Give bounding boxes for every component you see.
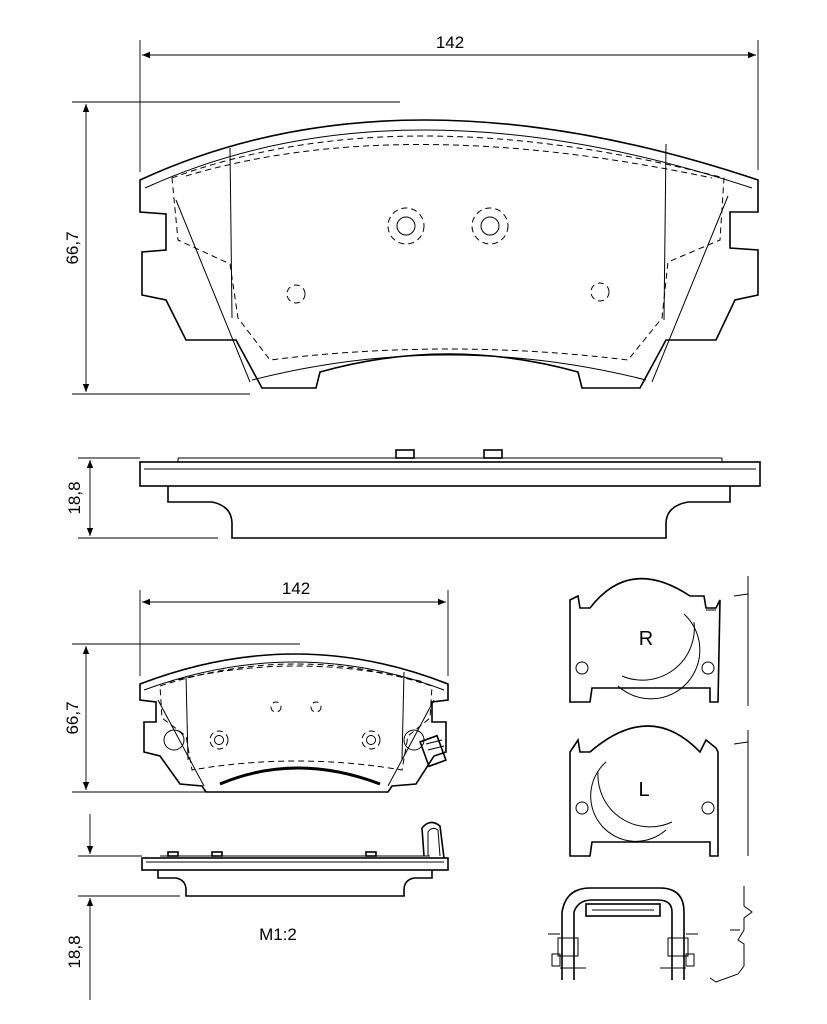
hole-left bbox=[286, 284, 306, 304]
bottom-height-label: 66,7 bbox=[63, 701, 82, 734]
bottom-thickness-label: 18,8 bbox=[65, 935, 84, 968]
bottom-pad-side-view bbox=[141, 821, 449, 897]
scale-note: M1:2 bbox=[259, 925, 297, 944]
pin-right bbox=[471, 207, 509, 245]
top-thickness-label: 18,8 bbox=[65, 481, 84, 514]
top-pad-front-view bbox=[139, 119, 759, 389]
top-width-dimension: 142 bbox=[139, 33, 759, 172]
shim-right-label: R bbox=[639, 628, 653, 650]
top-thickness-dimension: 18,8 bbox=[65, 457, 218, 539]
shim-left-label: L bbox=[638, 779, 649, 801]
bottom-pad-front-view bbox=[139, 653, 449, 793]
top-height-dimension: 66,7 bbox=[63, 101, 400, 395]
wear-sensor bbox=[419, 734, 447, 768]
bottom-width-dimension: 142 bbox=[139, 579, 449, 676]
bottom-thickness-dimension: 18,8 bbox=[65, 814, 180, 1000]
shim-right-view: R bbox=[569, 576, 749, 706]
pin-left bbox=[387, 207, 425, 245]
hole-right bbox=[590, 282, 610, 302]
bottom-height-dimension: 66,7 bbox=[63, 643, 300, 793]
bottom-width-label: 142 bbox=[282, 579, 310, 598]
top-height-label: 66,7 bbox=[63, 231, 82, 264]
top-width-label: 142 bbox=[436, 33, 464, 52]
shim-left-view: L bbox=[569, 725, 749, 857]
top-pad-side-view bbox=[139, 449, 761, 539]
spring-clip-view bbox=[548, 886, 753, 983]
